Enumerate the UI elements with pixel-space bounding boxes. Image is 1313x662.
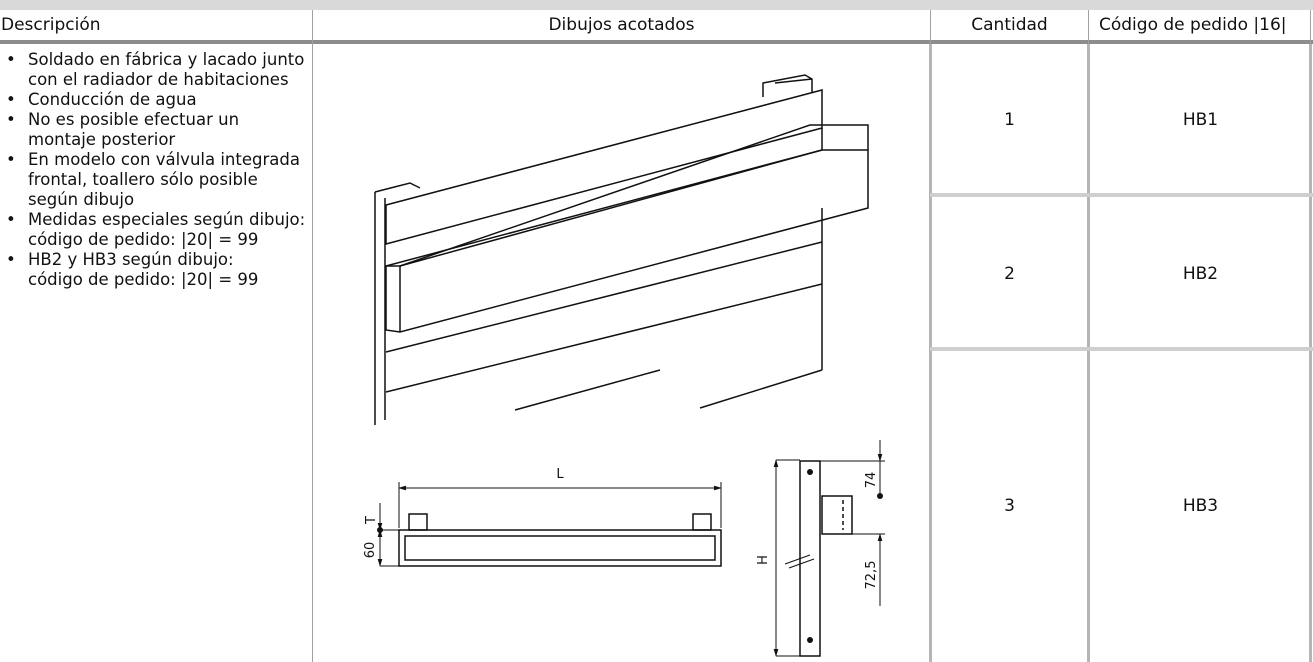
description-text: En modelo con válvula integrada frontal,… (28, 150, 300, 209)
column-divider-shade (1309, 44, 1312, 662)
description-item: Conducción de agua (4, 90, 310, 110)
dim-label-74: 74 (864, 472, 879, 489)
top-view-drawing (377, 482, 722, 567)
cantidad-cell: 3 (1004, 496, 1015, 516)
description-item: Medidas especiales según dibujo:código d… (4, 210, 310, 250)
header-dibujos: Dibujos acotados (548, 15, 695, 35)
description-text: Conducción de agua (28, 90, 197, 109)
description-item: En modelo con válvula integrada frontal,… (4, 150, 310, 210)
dim-label-T: T (364, 516, 379, 525)
column-divider-shade (1087, 44, 1090, 662)
description-item: HB2 y HB3 según dibujo:código de pedido:… (4, 250, 310, 290)
dim-label-72-5: 72,5 (864, 561, 879, 590)
description-text: No es posible efectuar un montaje poster… (28, 110, 240, 149)
description-subtext: código de pedido: |20| = 99 (28, 270, 259, 289)
description-subtext: código de pedido: |20| = 99 (28, 230, 259, 249)
description-item: Soldado en fábrica y lacado junto con el… (4, 50, 310, 90)
codigo-cell: HB1 (1182, 110, 1219, 130)
description-item: No es posible efectuar un montaje poster… (4, 110, 310, 150)
description-list: Soldado en fábrica y lacado junto con el… (4, 50, 310, 290)
codigo-cell: HB3 (1182, 496, 1219, 516)
dim-label-60: 60 (363, 542, 378, 559)
row-separator (930, 193, 1313, 197)
header-divider (0, 40, 1313, 44)
row-separator (930, 347, 1313, 351)
description-text: Medidas especiales según dibujo: (28, 210, 306, 229)
description-cell: Soldado en fábrica y lacado junto con el… (4, 50, 310, 290)
codigo-cell: HB2 (1182, 264, 1219, 284)
cantidad-cell: 2 (1004, 264, 1015, 284)
towel-rail-isometric (374, 74, 869, 425)
column-divider (312, 10, 313, 662)
table-top-band (0, 0, 1313, 10)
column-divider-shade (929, 44, 932, 662)
header-cantidad: Cantidad (971, 15, 1048, 35)
cantidad-cell: 1 (1004, 110, 1015, 130)
side-view-drawing (773, 440, 885, 657)
header-descripcion: Descripción (1, 15, 101, 35)
dimension-labels: L T 60 H 74 72,5 (363, 467, 879, 589)
description-text: HB2 y HB3 según dibujo: (28, 250, 234, 269)
header-codigo: Código de pedido |16| (1099, 15, 1287, 35)
description-text: Soldado en fábrica y lacado junto con el… (28, 50, 305, 89)
dim-label-H: H (756, 555, 771, 565)
dim-label-L: L (556, 467, 564, 482)
